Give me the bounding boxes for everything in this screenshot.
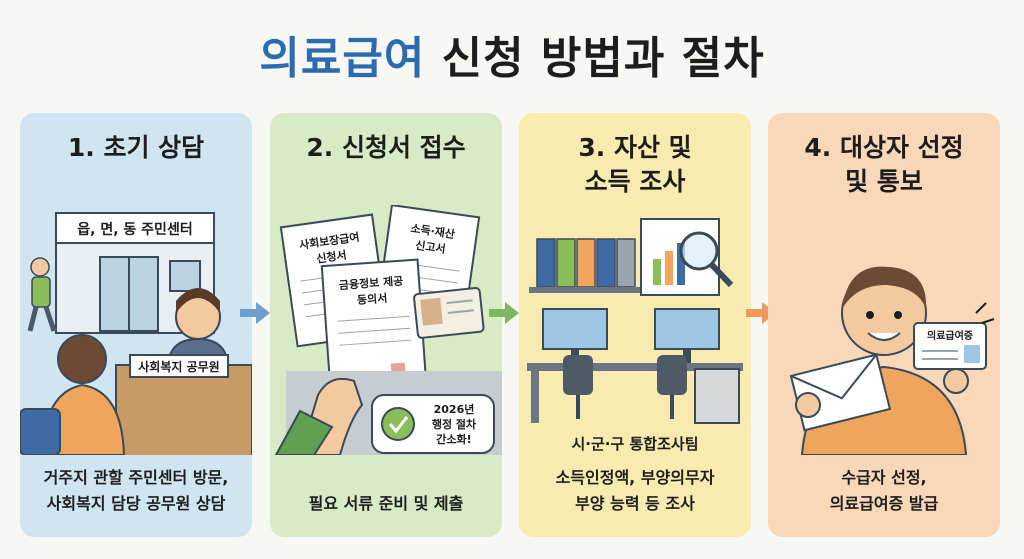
step-card-1: 1. 초기 상담 읍, 면, 동 주민센터 사회복지 공무원 거주지 관할 주민… [20,113,252,537]
step-4-heading-line2: 및 통보 [845,167,923,196]
office-sign: 읍, 면, 동 주민센터 [77,221,192,238]
badge-line3: 간소화! [436,432,471,446]
title-rest: 신청 방법과 절차 [441,33,765,84]
arrow-right-icon [240,302,270,324]
step-card-2: 2. 신청서 접수 사회보장급여 신청서 소득·재산 신고서 금융정보 제공 동… [270,113,502,537]
doc-application-line2: 신청서 [315,248,347,266]
step-1-heading: 1. 초기 상담 [67,133,205,162]
doc-consent-line2: 동의서 [357,291,388,307]
step-4-heading-line1: 4. 대상자 선정 [804,133,964,162]
badge-line2: 행정 절차 [432,417,477,431]
doc-consent-line1: 금융정보 제공 [338,274,403,292]
notification-illustration: 의료급여증 [789,266,995,455]
card-label: 의료급여증 [927,329,973,342]
step-4-heading: 4. 대상자 선정 및 통보 [768,131,1000,199]
badge-line1: 2026년 [434,402,475,416]
step-3-heading: 3. 자산 및 소득 조사 [519,131,751,199]
step-1-description: 거주지 관할 주민센터 방문, 사회복지 담당 공무원 상담 [43,468,229,513]
doc-income-line1: 소득·재산 [410,221,456,241]
investigation-illustration: 시·군·구 통합조사팀 [527,218,743,453]
step-card-3: 3. 자산 및 소득 조사 시·군·구 통합조사팀 소득인정액, 부양의무자 부… [519,113,751,537]
page-title: 의료급여 신청 방법과 절차 [0,22,1024,86]
title-highlight: 의료급여 [259,33,426,84]
documents-illustration: 사회보장급여 신청서 소득·재산 신고서 금융정보 제공 동의서 [274,205,502,455]
step-3-heading-line1: 3. 자산 및 [578,133,692,162]
staff-nameplate: 사회복지 공무원 [138,359,219,374]
step-card-4: 4. 대상자 선정 및 통보 의료급여증 수급자 선정, 의료급여증 발급 [768,113,1000,537]
step-2-description: 필요 서류 준비 및 제출 [308,494,464,513]
team-label: 시·군·구 통합조사팀 [571,435,698,453]
step-3-heading-line2: 소득 조사 [584,167,686,196]
step-2-heading: 2. 신청서 접수 [306,133,466,162]
doc-income-line2: 신고서 [415,238,447,256]
step-3-description: 소득인정액, 부양의무자 부양 능력 등 조사 [555,468,715,513]
step-4-description: 수급자 선정, 의료급여증 발급 [829,468,939,513]
consultation-illustration: 읍, 면, 동 주민센터 사회복지 공무원 [20,212,252,455]
arrow-right-icon [489,302,519,324]
